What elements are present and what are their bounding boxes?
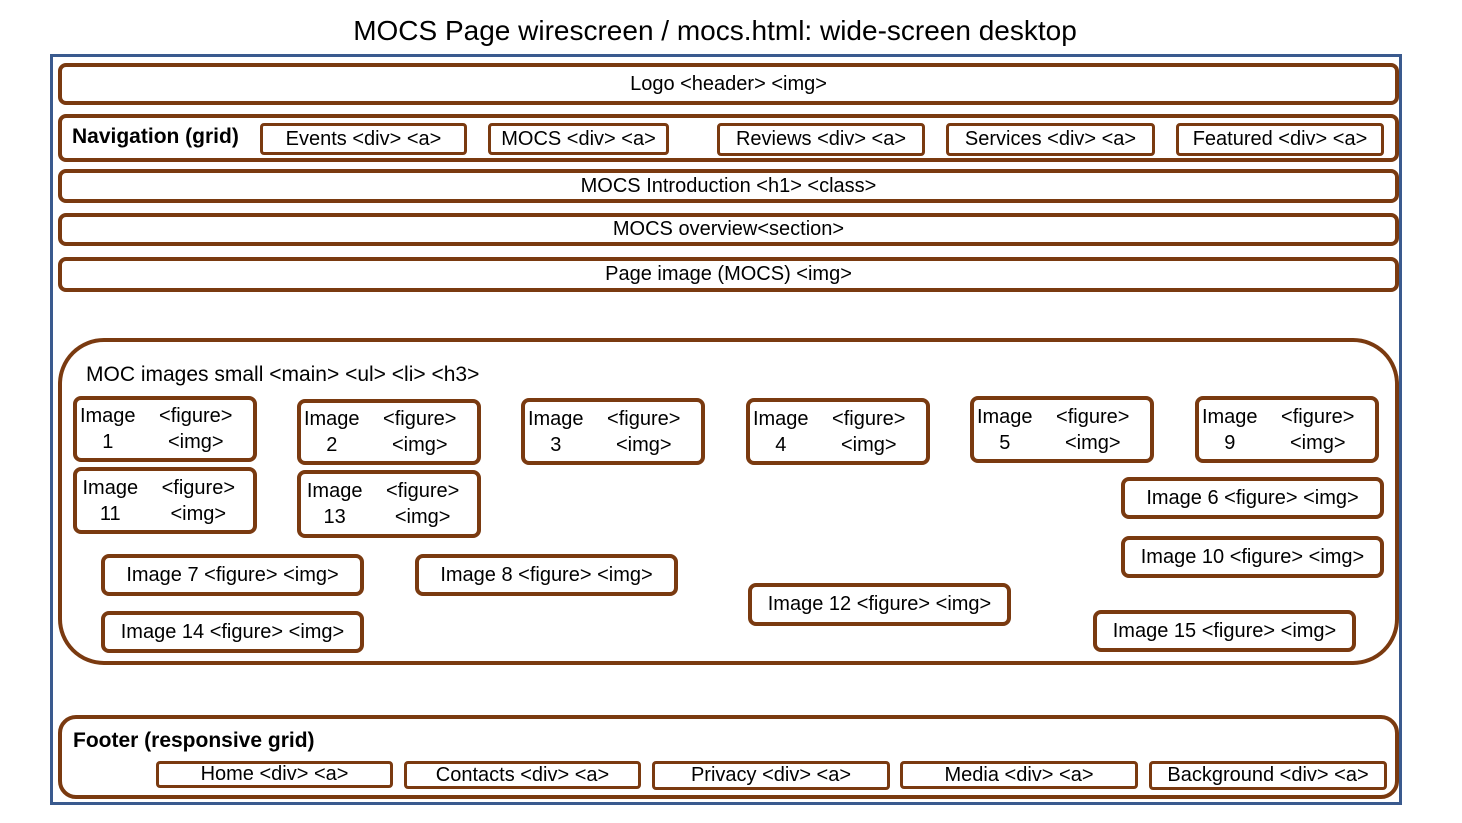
footer-item-home: Home <div> <a>	[156, 761, 393, 788]
figure-image-13: Image 13 <figure> <img>	[297, 470, 481, 538]
figure-tags: <figure> <img>	[159, 405, 233, 453]
nav-item-featured: Featured <div> <a>	[1176, 123, 1384, 156]
figure-image-9: Image 9 <figure> <img>	[1195, 396, 1379, 463]
intro-box: MOCS Introduction <h1> <class>	[58, 169, 1399, 203]
figure-image-6: Image 6 <figure> <img>	[1121, 477, 1384, 519]
figure-image-12: Image 12 <figure> <img>	[748, 583, 1011, 626]
figure-image-11: Image 11 <figure> <img>	[73, 467, 257, 534]
figure-image-1: Image 1 <figure> <img>	[73, 396, 257, 462]
figure-title: Image 9	[1201, 405, 1258, 454]
page-frame	[50, 54, 1402, 805]
figure-title: Image 5	[976, 405, 1033, 454]
navigation-label: Navigation (grid)	[72, 125, 239, 148]
nav-item-services: Services <div> <a>	[946, 123, 1155, 156]
figure-tags: <figure> <img>	[385, 480, 460, 528]
figure-image-10: Image 10 <figure> <img>	[1121, 536, 1384, 578]
figure-image-14: Image 14 <figure> <img>	[101, 611, 364, 653]
figure-tags: <figure> <img>	[607, 407, 681, 456]
logo-header-box: Logo <header> <img>	[58, 63, 1399, 105]
overview-box: MOCS overview<section>	[58, 213, 1399, 246]
figure-title: Image 2	[303, 408, 360, 456]
figure-title: Image 4	[752, 407, 809, 456]
figure-image-5: Image 5 <figure> <img>	[970, 396, 1154, 463]
figure-image-8: Image 8 <figure> <img>	[415, 554, 678, 596]
figure-title: Image 3	[527, 407, 584, 456]
figure-tags: <figure> <img>	[832, 407, 906, 456]
figure-image-2: Image 2 <figure> <img>	[297, 399, 481, 465]
figure-image-7: Image 7 <figure> <img>	[101, 554, 364, 596]
figure-tags: <figure> <img>	[1281, 405, 1355, 454]
footer-item-media: Media <div> <a>	[900, 761, 1138, 789]
figure-title: Image 1	[79, 405, 136, 453]
nav-item-events: Events <div> <a>	[260, 123, 467, 155]
footer-label: Footer (responsive grid)	[73, 729, 315, 752]
nav-item-reviews: Reviews <div> <a>	[717, 123, 925, 156]
figure-image-3: Image 3 <figure> <img>	[521, 398, 705, 465]
figure-tags: <figure> <img>	[1056, 405, 1130, 454]
footer-item-background: Background <div> <a>	[1149, 761, 1387, 790]
figure-image-4: Image 4 <figure> <img>	[746, 398, 930, 465]
nav-item-mocs: MOCS <div> <a>	[488, 123, 669, 155]
figure-tags: <figure> <img>	[383, 408, 457, 456]
page-image-box: Page image (MOCS) <img>	[58, 257, 1399, 292]
footer-item-contacts: Contacts <div> <a>	[404, 761, 641, 789]
footer-item-privacy: Privacy <div> <a>	[652, 761, 890, 790]
diagram-title: MOCS Page wirescreen / mocs.html: wide-s…	[353, 15, 1077, 46]
figure-image-15: Image 15 <figure> <img>	[1093, 610, 1356, 652]
figure-tags: <figure> <img>	[161, 476, 235, 525]
main-images-label: MOC images small <main> <ul> <li> <h3>	[86, 363, 480, 386]
figure-title: Image 13	[306, 480, 363, 528]
figure-title: Image 11	[82, 476, 139, 525]
